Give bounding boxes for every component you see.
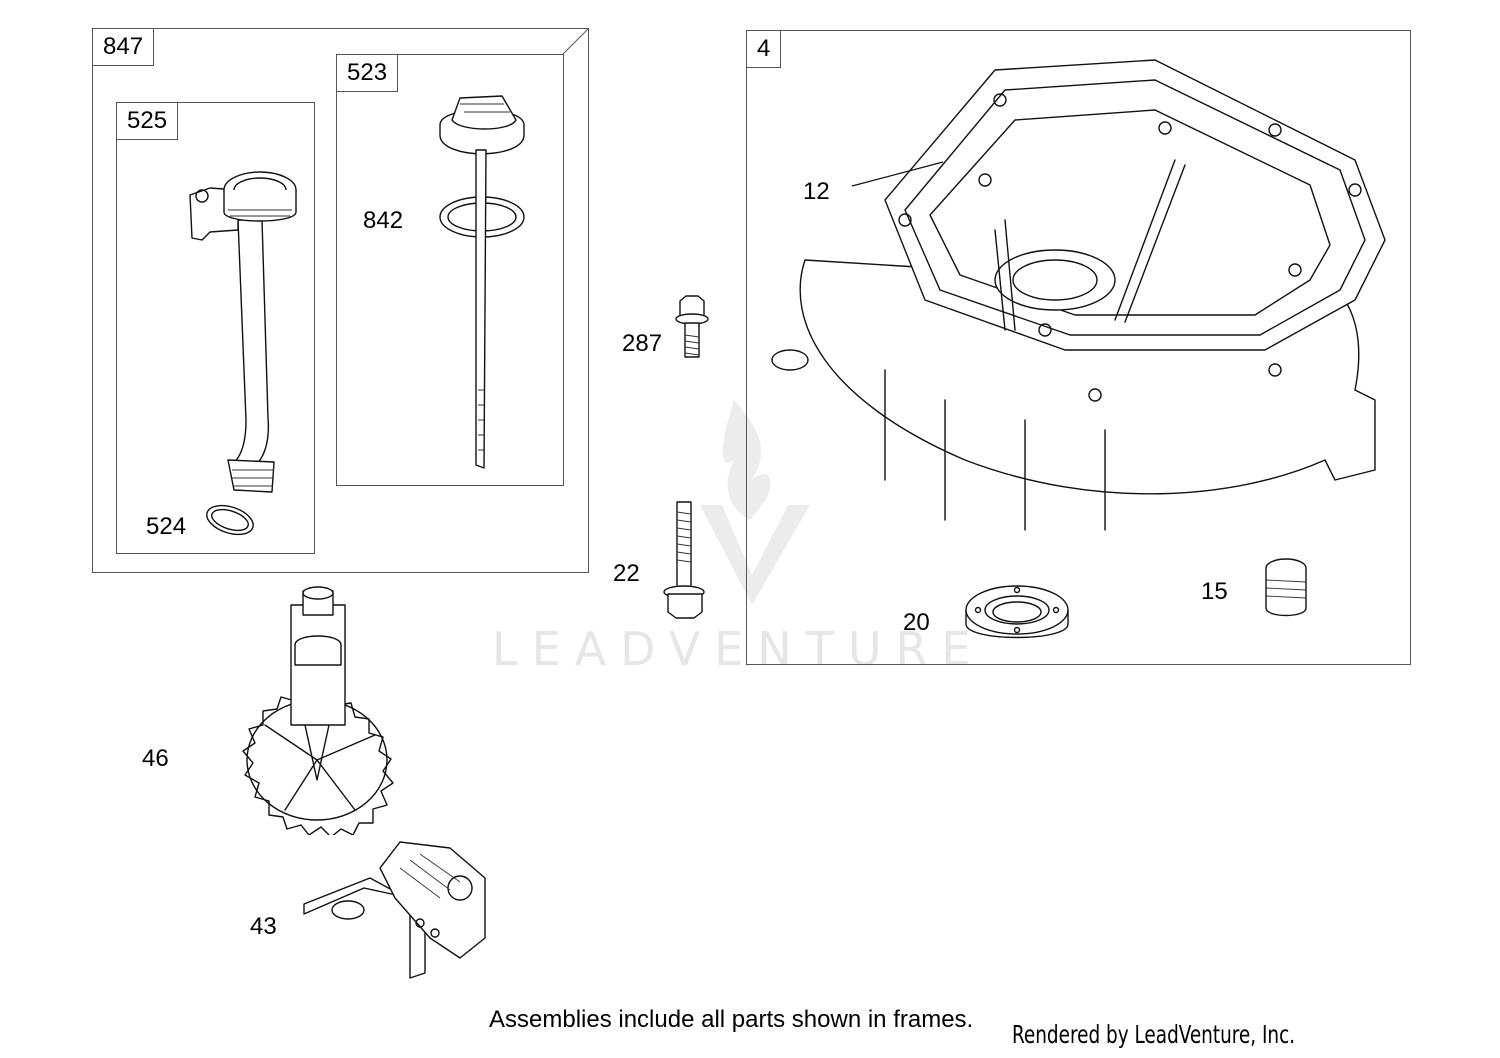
frame-4: 4 [746, 30, 1411, 665]
callout-287: 287 [622, 330, 663, 357]
callout-15: 15 [1201, 578, 1228, 605]
oil-seal-drawing [965, 585, 1069, 639]
callout-842: 842 [363, 207, 404, 234]
callout-46: 46 [142, 745, 169, 772]
crankcase-cover-drawing [771, 59, 1386, 531]
frame-523: 523 [336, 54, 564, 486]
frame-525-label: 525 [117, 103, 179, 140]
o-ring-524-drawing [206, 504, 254, 536]
dipstick-drawing [439, 95, 525, 469]
plug-15-drawing [1265, 558, 1307, 617]
callout-20: 20 [903, 609, 930, 636]
frame-847-corner [561, 28, 589, 56]
bolt-287-drawing [675, 295, 709, 358]
assemblies-note: Assemblies include all parts shown in fr… [489, 1006, 974, 1033]
callout-12: 12 [803, 178, 830, 205]
frame-4-label: 4 [747, 31, 782, 68]
camshaft-gear-drawing [242, 586, 394, 835]
oil-fill-tube-drawing [189, 171, 297, 493]
callout-43: 43 [250, 913, 277, 940]
frame-525: 525 [116, 102, 315, 554]
callout-22: 22 [613, 560, 640, 587]
governor-bracket-drawing [303, 841, 486, 979]
watermark-text: LEADVENTURE [492, 622, 985, 676]
bolt-22-drawing [663, 501, 705, 619]
leader-line-12 [851, 161, 944, 187]
frame-847-label: 847 [93, 29, 155, 66]
frame-847: 847 [92, 28, 589, 573]
rendered-by-credit: Rendered by LeadVenture, Inc. [1012, 1020, 1296, 1049]
callout-524: 524 [146, 513, 187, 540]
frame-523-label: 523 [337, 55, 399, 92]
